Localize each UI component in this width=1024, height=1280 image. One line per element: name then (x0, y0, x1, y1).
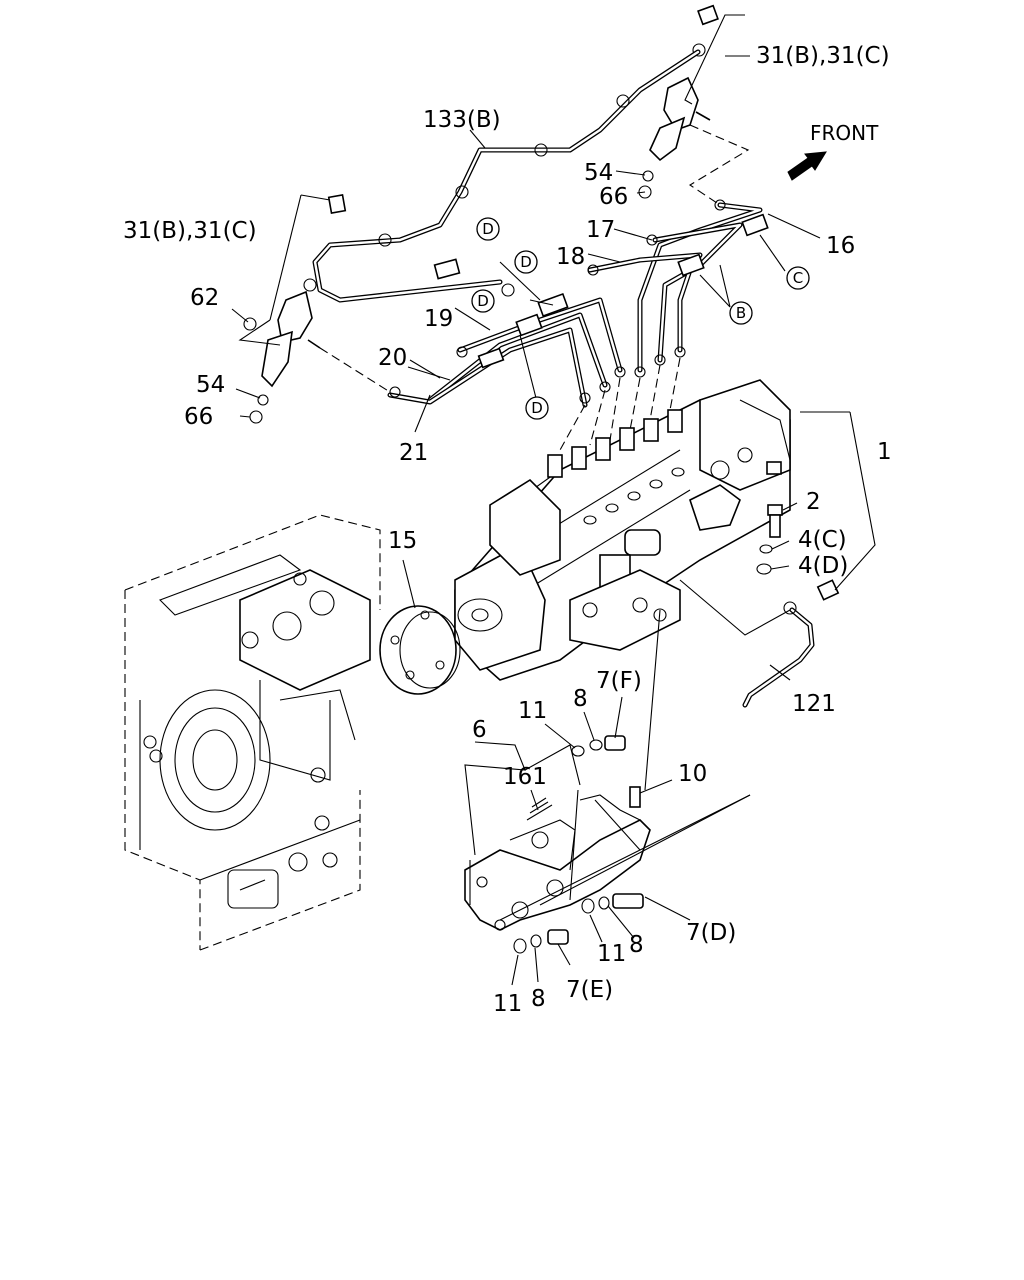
callout-8-mid: 8 (629, 932, 644, 958)
svg-text:D: D (477, 292, 489, 310)
svg-text:D: D (531, 399, 543, 417)
injector-top (638, 4, 719, 199)
circle-references: D D D D C B (471, 217, 810, 420)
callout-66-top: 66 (599, 184, 628, 210)
injector-left (243, 193, 347, 424)
svg-text:B: B (736, 304, 746, 322)
callout-4c: 4(C) (798, 527, 847, 553)
injection-pipes (303, 49, 769, 408)
callout-19: 19 (424, 306, 453, 332)
leader-lines (231, 14, 876, 986)
callout-6: 6 (472, 717, 487, 743)
callout-31b-31c-left: 31(B),31(C) (123, 218, 257, 244)
callout-21: 21 (399, 440, 428, 466)
callout-16: 16 (826, 233, 855, 259)
callout-7e: 7(E) (566, 977, 613, 1003)
callout-133b: 133(B) (423, 107, 501, 133)
callout-62: 62 (190, 285, 219, 311)
circle-ref-d: D (514, 250, 538, 274)
svg-text:C: C (793, 269, 803, 287)
callout-8-top: 8 (573, 686, 588, 712)
pump-bracket (464, 735, 751, 954)
callout-2: 2 (806, 489, 821, 515)
callout-17: 17 (586, 217, 615, 243)
coupling (379, 605, 461, 695)
svg-text:D: D (482, 220, 494, 238)
callout-161: 161 (503, 764, 547, 790)
callout-4d: 4(D) (798, 553, 848, 579)
callout-31b-31c-top: 31(B),31(C) (756, 43, 890, 69)
callout-54-top: 54 (584, 160, 613, 186)
circle-ref-d: D (525, 396, 549, 420)
callout-11-top: 11 (518, 698, 547, 724)
front-indicator: FRONT (787, 121, 879, 181)
callout-54-left: 54 (196, 372, 225, 398)
circle-ref-d: D (476, 217, 500, 241)
callout-1: 1 (877, 439, 892, 465)
callout-11-mid: 11 (597, 941, 626, 967)
callout-labels: 31(B),31(C) 133(B) 54 66 17 18 16 31(B),… (123, 43, 892, 1017)
callout-15: 15 (388, 528, 417, 554)
small-parts (742, 504, 840, 708)
delivery-valves (547, 409, 683, 478)
callout-8-bot: 8 (531, 986, 546, 1012)
circle-ref-c: C (786, 266, 810, 290)
front-label: FRONT (810, 121, 879, 145)
front-arrow-icon (787, 151, 827, 181)
callout-121: 121 (792, 691, 836, 717)
engine-block (124, 514, 381, 951)
callout-18: 18 (556, 244, 585, 270)
svg-text:D: D (520, 253, 532, 271)
injection-pump (454, 379, 791, 681)
guide-lines (319, 124, 791, 791)
callout-66-left: 66 (184, 404, 213, 430)
circle-ref-d: D (471, 289, 495, 313)
circle-ref-b: B (729, 301, 753, 325)
callout-7f: 7(F) (596, 668, 642, 694)
callout-11-bot: 11 (493, 991, 522, 1017)
callout-20: 20 (378, 345, 407, 371)
callout-7d: 7(D) (686, 920, 736, 946)
callout-10: 10 (678, 761, 707, 787)
